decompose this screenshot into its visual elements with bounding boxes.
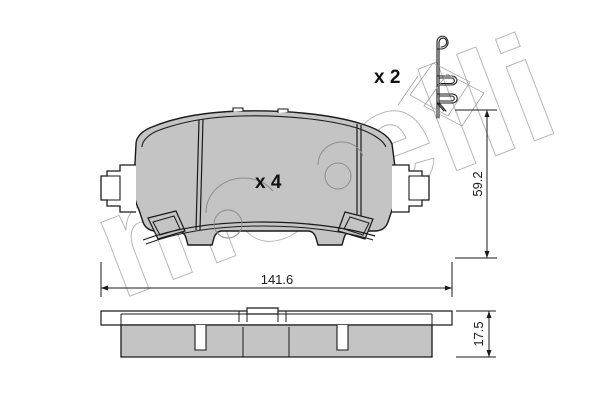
pad-top-notch-left: [232, 107, 244, 112]
pad-top-inner-edge: [141, 115, 387, 148]
pad-top-notch-right: [277, 108, 289, 113]
side-view-slot-left: [194, 325, 207, 351]
pad-ear-left-inner: [107, 175, 121, 201]
pad-bottom-contour-b: [145, 225, 374, 245]
pad-chamfer-left: [147, 210, 186, 240]
dimension-width-label: 141.6: [261, 272, 294, 287]
pad-side-view: [100, 307, 453, 358]
dimension-thickness-label: 17.5: [471, 321, 486, 346]
brake-pad-quantity-label: x 4: [255, 172, 282, 193]
brake-pad-icon: [100, 107, 430, 246]
dimension-height: [455, 109, 497, 259]
dimension-thickness: [456, 310, 496, 358]
side-view-center-lug: [246, 307, 279, 315]
spring-clip-icon: [436, 35, 458, 119]
pad-slot-left-b: [199, 118, 204, 231]
pad-surface-relief: [205, 141, 364, 239]
spring-clip-quantity-label: x 2: [374, 67, 400, 88]
dimension-height-label: 59.2: [470, 171, 485, 196]
side-view-friction-block: [120, 324, 433, 358]
pad-slot-left: [195, 119, 200, 231]
pad-bottom-contour: [142, 221, 376, 241]
construction-lines-clip: [397, 62, 485, 127]
pad-ear-right-inner: [408, 175, 422, 201]
dimension-width: [100, 262, 453, 297]
side-view-plate-tabs: [238, 311, 287, 322]
side-view-slot-right: [336, 325, 349, 351]
pad-chamfer-right-inner: [343, 216, 370, 236]
